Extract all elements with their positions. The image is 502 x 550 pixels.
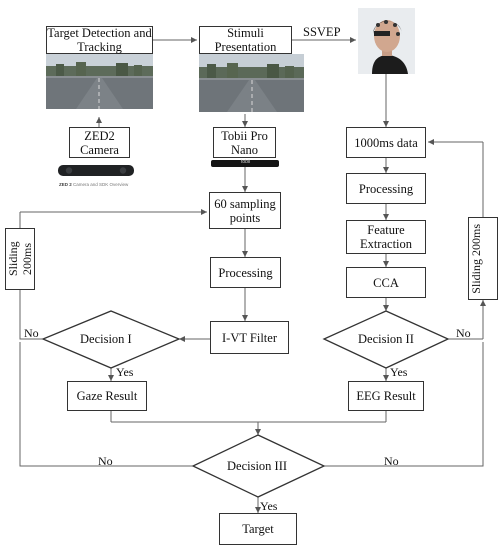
data-1000ms-label: 1000ms data [354,135,418,150]
eeg-headset-image [358,8,415,74]
target-label: Target [242,522,274,536]
decision1-label: Decision I [80,332,132,346]
data-1000ms-box: 1000ms data [346,127,426,158]
eeg-result-label: EEG Result [356,389,416,403]
cca-box: CCA [346,267,426,298]
no-label-decision3-right: No [384,454,399,468]
target-box: Target [219,513,297,545]
yes-label-decision2: Yes [390,365,408,379]
road-scene-image-right [199,54,304,112]
target-detection-box: Target Detection and Tracking [46,26,153,54]
no-label-decision2: No [456,326,471,340]
processing-left-box: Processing [210,257,281,288]
no-label-decision1: No [24,326,39,340]
eeg-result-box: EEG Result [348,381,424,411]
decision3-label: Decision III [227,459,288,473]
zed2-camera-box: ZED2 Camera [69,127,130,158]
sampling-points-label: 60 sampling points [214,196,276,225]
stimuli-presentation-box: Stimuli Presentation [199,26,292,54]
feature-extraction-box: Feature Extraction [346,220,426,254]
ivt-filter-box: I-VT Filter [210,321,289,354]
line-decision3-no-right [324,342,484,467]
sliding-right-label: Sliding 200ms [469,223,483,294]
yes-label-decision3: Yes [260,499,278,513]
sliding-right-box: Sliding 200ms [468,217,498,300]
sliding-left-label: Sliding 200ms [6,241,34,277]
ivt-filter-label: I-VT Filter [222,330,277,345]
tobii-label: Tobii Pro Nano [221,128,268,157]
cca-label: CCA [373,275,399,290]
zed2-camera-device [57,163,135,178]
yes-label-decision1: Yes [116,365,134,379]
decision3-diamond [191,434,326,498]
ssvep-label: SSVEP [303,25,341,39]
sampling-points-box: 60 sampling points [209,192,281,229]
decision2-diamond [322,310,450,369]
gaze-result-box: Gaze Result [67,381,147,411]
decision2-label: Decision II [358,332,414,346]
sliding-left-box: Sliding 200ms [5,228,35,290]
tobii-box: Tobii Pro Nano [213,127,276,158]
processing-right-label: Processing [358,181,414,196]
line-decision3-no-left [19,342,193,467]
zed2-caption: ZED 2 Camera and SDK Overview [59,182,128,187]
target-detection-label: Target Detection and Tracking [47,26,152,54]
tobii-device: tobii [211,159,279,167]
feature-extraction-label: Feature Extraction [359,223,413,251]
tobii-device-text: tobii [241,159,251,165]
zed2-camera-label: ZED2 Camera [80,128,119,157]
road-scene-image-left [46,54,153,109]
line-decision1-no [19,290,43,340]
no-label-decision3-left: No [98,454,113,468]
gaze-result-label: Gaze Result [76,389,138,403]
processing-left-label: Processing [218,265,273,280]
processing-right-box: Processing [346,173,426,204]
zed2-caption-text: Camera and SDK Overview [73,182,129,187]
zed2-caption-bold: ZED 2 [59,182,72,187]
stimuli-presentation-label: Stimuli Presentation [214,26,277,54]
decision1-diamond [41,310,181,369]
